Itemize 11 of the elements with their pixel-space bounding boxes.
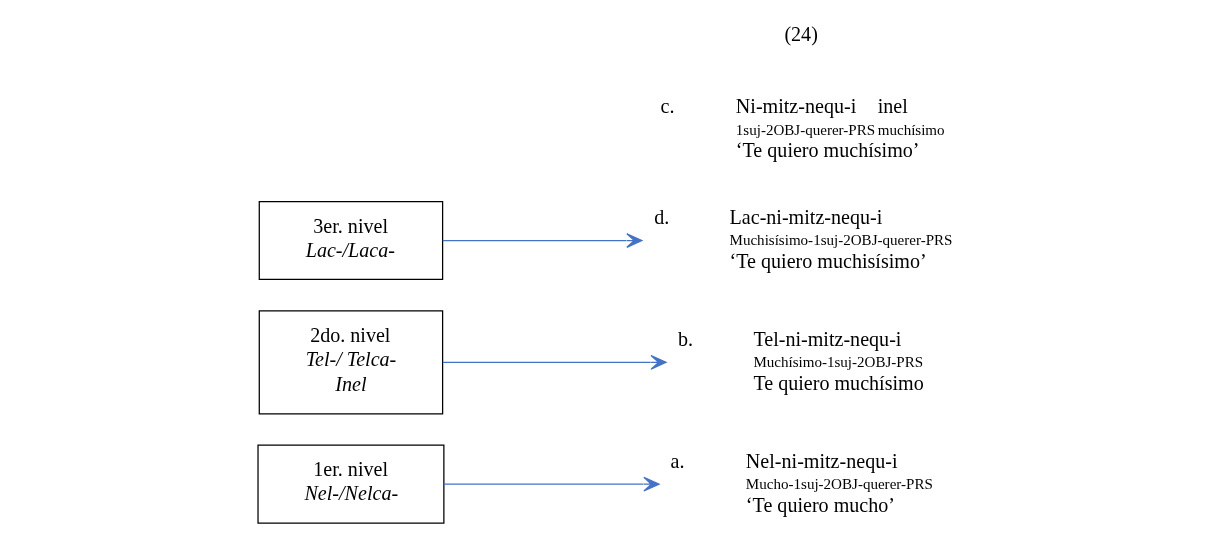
arrow xyxy=(441,354,667,370)
arrow xyxy=(441,233,643,248)
node-text: a. Nel-ni-mitz-nequ-i Mucho-1suj-2OBJ-querer-PRS ‘Te quiero mucho’ xyxy=(670,449,933,516)
node-text: c. Ni-mitz-nequ-i inel 1suj-2OBJ-querer-PRS muchísimo ‘Te quiero muchísimo’ xyxy=(659,95,945,162)
node-text: d. Lac-ni-mitz-nequ-i Muchisísimo-1suj-2OBJ-querer-PRS ‘Te quiero muchisísimo’ xyxy=(653,205,952,272)
node-box: 3er. nivel Lac-/Laca- xyxy=(258,201,443,281)
arrow xyxy=(442,476,660,492)
node-text: b. Tel-ni-mitz-nequ-i Muchísimo-1suj-2OBJ-PRS Te quiero muchísimo xyxy=(677,327,924,394)
node-box: 1er. nivel Nel-/Nelca- xyxy=(256,444,444,524)
label: (24) xyxy=(783,22,818,45)
node-box: 2do. nivel Tel-/ Telca- Inel xyxy=(258,310,443,415)
